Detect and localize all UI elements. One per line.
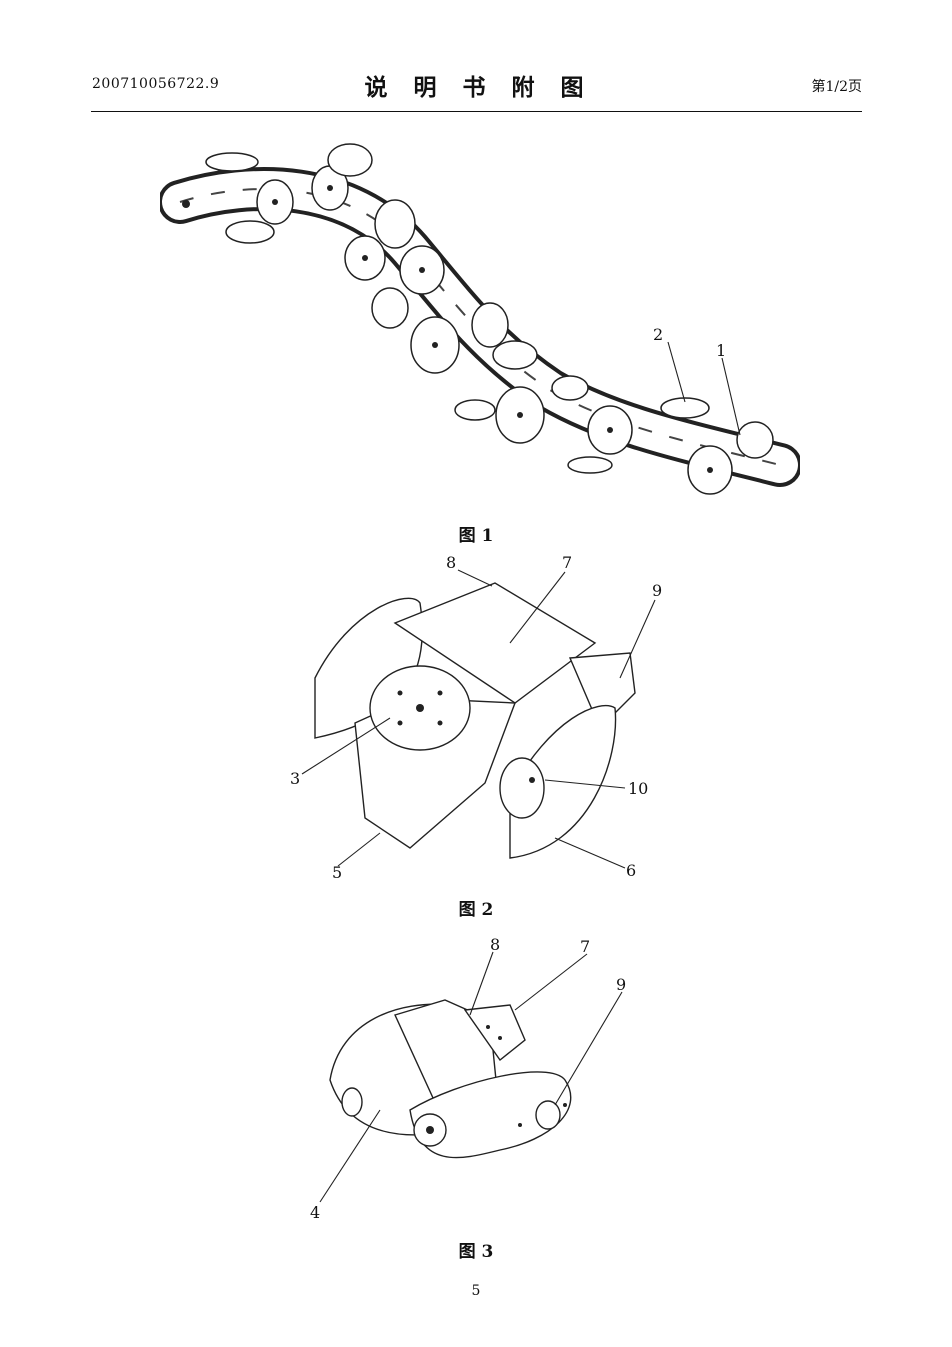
figure-2-caption: 图 2 <box>458 900 494 920</box>
figure-2-drawing: 8 7 9 3 10 5 6 <box>290 553 662 882</box>
figure-3-label-9: 9 <box>616 975 626 994</box>
page-title: 说明书附图 <box>364 74 610 101</box>
robot-fins <box>205 143 774 495</box>
figure-2-label-6: 6 <box>626 861 636 880</box>
shaft-hole <box>535 1100 561 1130</box>
header-divider <box>91 111 862 112</box>
figure-3-label-4: 4 <box>310 1203 320 1222</box>
figure-3-label-8: 8 <box>490 935 500 954</box>
figure-2-label-9: 9 <box>652 581 662 600</box>
top-plate <box>463 1004 526 1062</box>
figure-1-label-1: 1 <box>716 341 726 360</box>
figure-1-label-2: 2 <box>653 325 663 344</box>
figure-2-label-8: 8 <box>446 553 456 572</box>
side-plate <box>409 1071 572 1159</box>
bracket-top <box>393 582 597 704</box>
figure-2-label-5: 5 <box>332 863 342 882</box>
bearing <box>341 1087 363 1117</box>
figure-3-label-7: 7 <box>580 937 590 956</box>
figure-1-caption: 图 1 <box>458 526 494 546</box>
application-number: 200710056722.9 <box>92 76 220 92</box>
figure-3-drawing: 8 7 9 4 <box>310 935 626 1222</box>
figure-2-label-7: 7 <box>562 553 572 572</box>
page-number: 5 <box>471 1283 481 1299</box>
figure-3-caption: 图 3 <box>458 1242 494 1262</box>
figure-1-drawing: 2 1 <box>160 143 800 495</box>
figure-2-label-3: 3 <box>290 769 300 788</box>
figure-2-label-10: 10 <box>628 779 648 798</box>
fin-hub <box>499 757 545 819</box>
side-plate <box>568 652 636 730</box>
page-label: 第1/2页 <box>811 79 862 95</box>
